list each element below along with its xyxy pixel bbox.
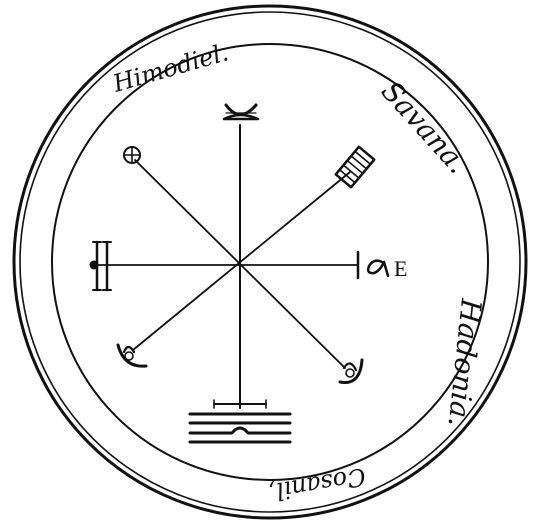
lower-left-crescent-glyph — [118, 345, 146, 366]
diagonal-arm-ne-sw — [133, 172, 350, 350]
right-glyph-letter: E — [394, 256, 407, 281]
lower-right-crescent-glyph — [340, 360, 362, 383]
name-bottom: Cosanil, — [267, 462, 368, 507]
crescent-top-glyph — [224, 105, 258, 119]
ring-names: Himodiel. Savana. Hadonia. Cosanil, — [109, 38, 488, 506]
bracket-dot-glyph — [90, 242, 112, 290]
alpha-e-glyph: E — [358, 252, 407, 281]
hatched-bar-glyph — [336, 147, 374, 187]
name-top: Himodiel. — [109, 38, 231, 98]
circled-cross-glyph — [124, 147, 140, 163]
